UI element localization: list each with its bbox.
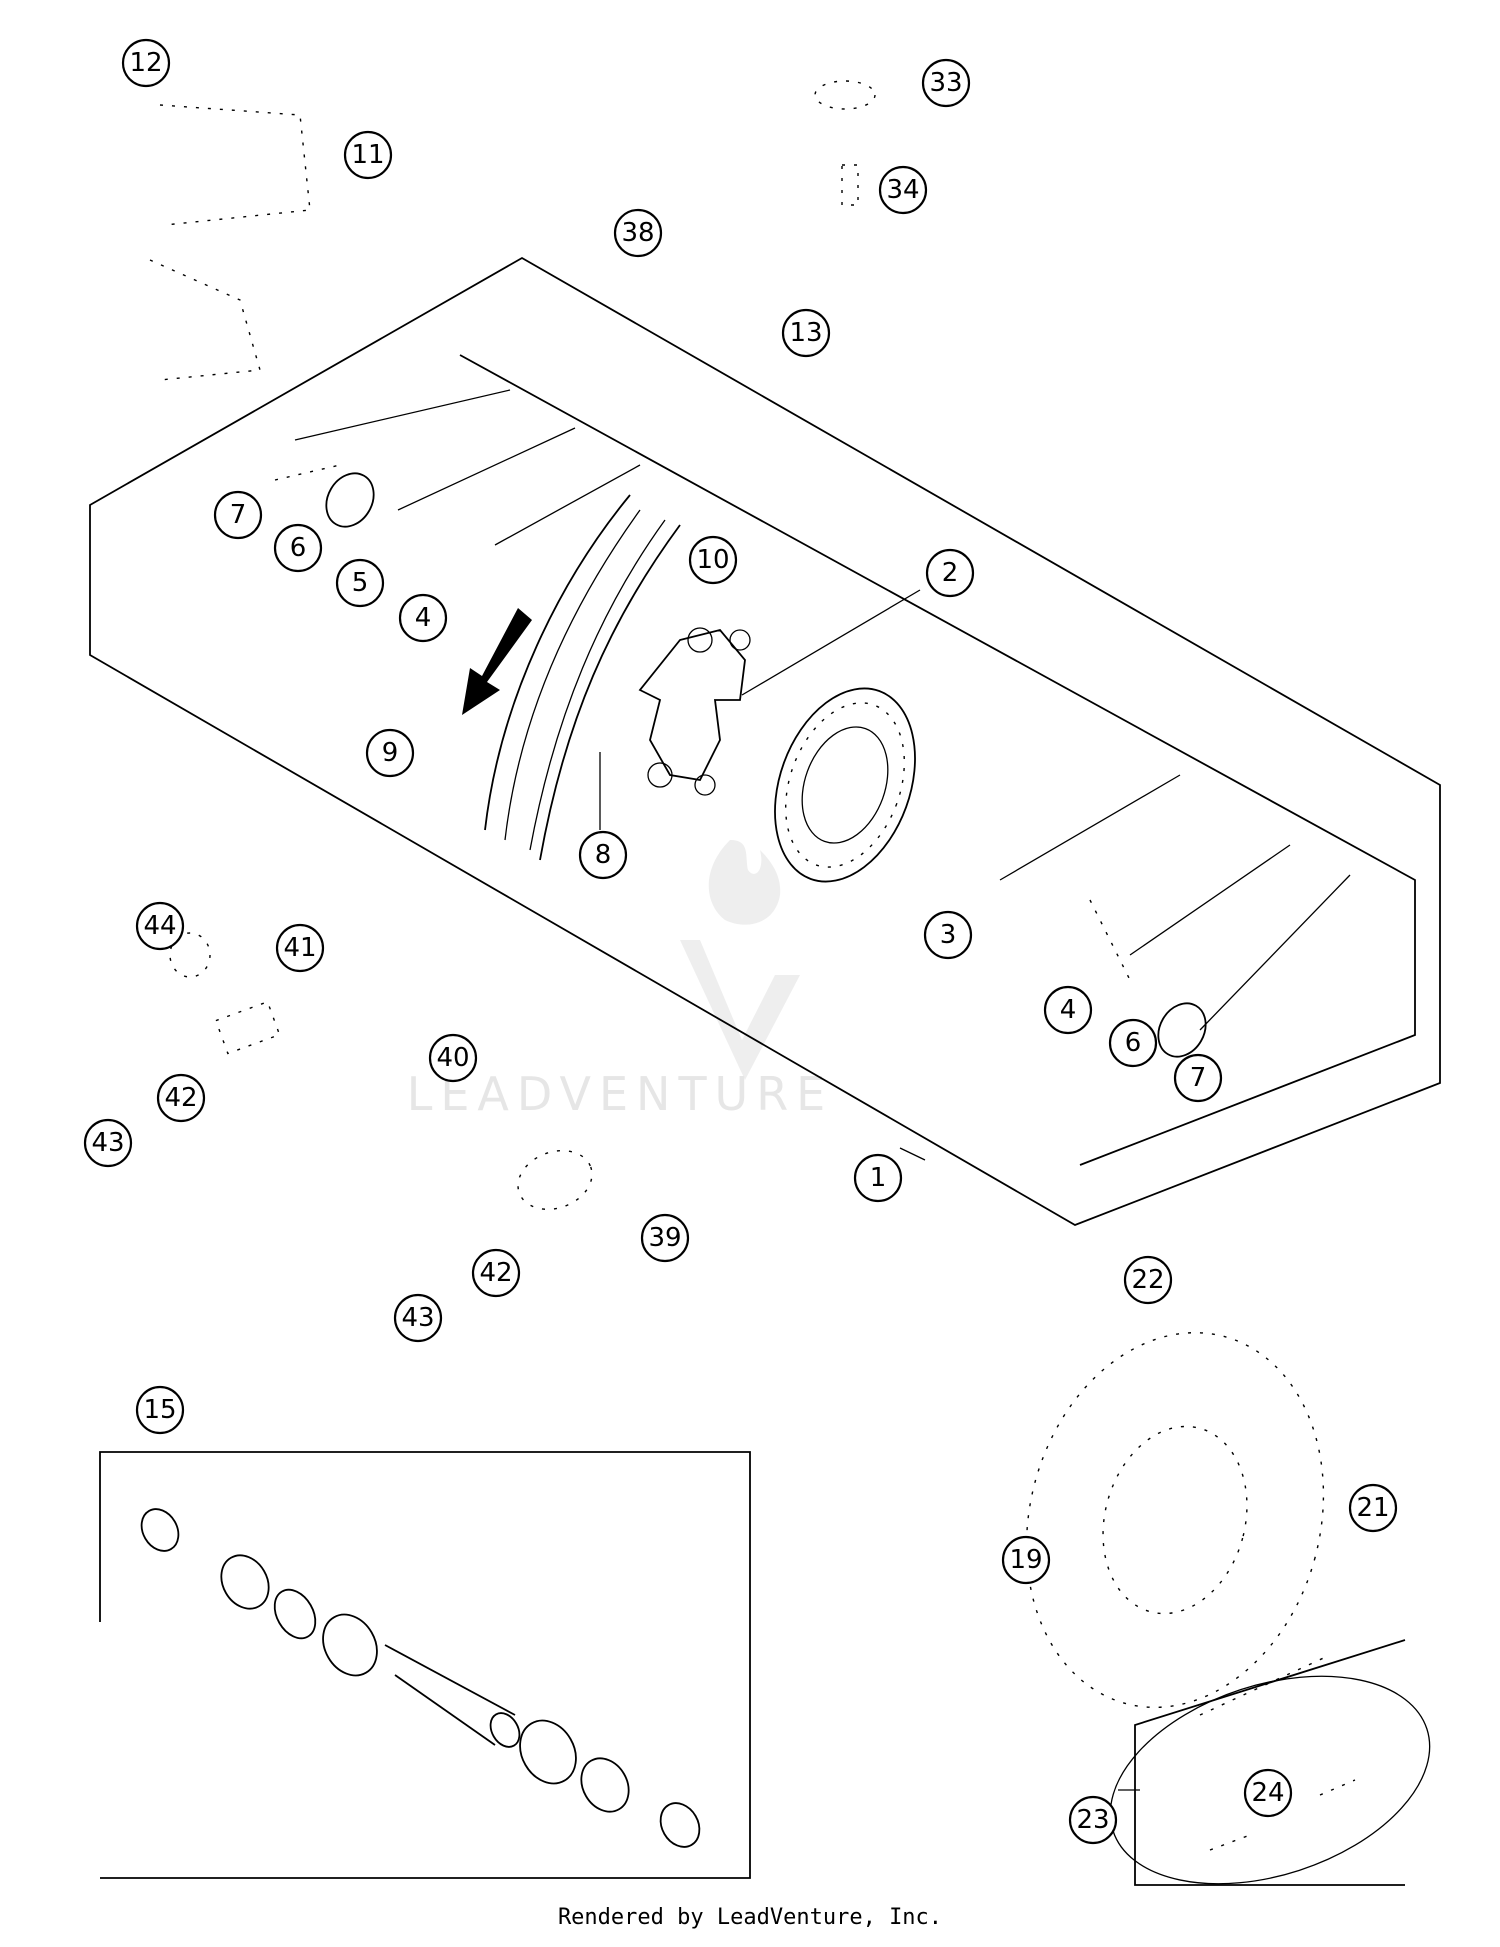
hub bbox=[638, 627, 751, 796]
callout-10[interactable]: 10 bbox=[688, 535, 738, 585]
svg-text:44: 44 bbox=[143, 911, 176, 941]
callout-43-lower[interactable]: 43 bbox=[393, 1293, 443, 1343]
callout-33[interactable]: 33 bbox=[921, 58, 971, 108]
svg-text:2: 2 bbox=[942, 558, 959, 588]
callout-4-left[interactable]: 4 bbox=[398, 593, 448, 643]
callout-13[interactable]: 13 bbox=[781, 308, 831, 358]
callout-43-upper[interactable]: 43 bbox=[83, 1118, 133, 1168]
svg-text:33: 33 bbox=[929, 68, 962, 98]
fasteners-top-left bbox=[149, 104, 311, 381]
callout-2[interactable]: 2 bbox=[925, 548, 975, 598]
wheel-assembly-frame bbox=[89, 256, 1441, 1226]
watermark-logo bbox=[680, 840, 800, 1080]
svg-text:4: 4 bbox=[415, 603, 432, 633]
svg-text:21: 21 bbox=[1356, 1493, 1389, 1523]
svg-text:8: 8 bbox=[595, 840, 612, 870]
svg-text:5: 5 bbox=[352, 568, 369, 598]
left-axle-parts bbox=[274, 389, 641, 546]
fasteners-top-right bbox=[814, 80, 876, 206]
callout-6-right[interactable]: 6 bbox=[1108, 1018, 1158, 1068]
callout-15[interactable]: 15 bbox=[135, 1385, 185, 1435]
svg-text:38: 38 bbox=[621, 218, 654, 248]
svg-text:7: 7 bbox=[230, 500, 247, 530]
watermark-text: LEADVENTURE bbox=[407, 1067, 834, 1121]
svg-text:19: 19 bbox=[1009, 1545, 1042, 1575]
svg-text:9: 9 bbox=[382, 738, 399, 768]
svg-text:7: 7 bbox=[1190, 1063, 1207, 1093]
callout-7-right[interactable]: 7 bbox=[1173, 1053, 1223, 1103]
callout-3[interactable]: 3 bbox=[923, 910, 973, 960]
svg-text:6: 6 bbox=[290, 533, 307, 563]
bearing-set-box bbox=[99, 1451, 751, 1879]
sprocket bbox=[1025, 1331, 1325, 1709]
callout-44[interactable]: 44 bbox=[135, 901, 185, 951]
rotation-arrow-icon bbox=[462, 608, 532, 715]
svg-text:22: 22 bbox=[1131, 1265, 1164, 1295]
callout-11[interactable]: 11 bbox=[343, 130, 393, 180]
callout-19[interactable]: 19 bbox=[1001, 1535, 1051, 1585]
callout-8[interactable]: 8 bbox=[578, 830, 628, 880]
svg-text:34: 34 bbox=[886, 175, 919, 205]
right-axle-parts bbox=[999, 774, 1351, 1058]
svg-text:43: 43 bbox=[91, 1128, 124, 1158]
svg-text:42: 42 bbox=[164, 1083, 197, 1113]
callout-42-upper[interactable]: 42 bbox=[156, 1073, 206, 1123]
callout-9[interactable]: 9 bbox=[365, 728, 415, 778]
callout-39[interactable]: 39 bbox=[640, 1213, 690, 1263]
callout-6-left[interactable]: 6 bbox=[273, 523, 323, 573]
svg-text:40: 40 bbox=[436, 1043, 469, 1073]
callout-41[interactable]: 41 bbox=[275, 923, 325, 973]
svg-text:39: 39 bbox=[648, 1223, 681, 1253]
svg-text:15: 15 bbox=[143, 1395, 176, 1425]
callout-22[interactable]: 22 bbox=[1123, 1255, 1173, 1305]
callout-38[interactable]: 38 bbox=[613, 208, 663, 258]
callout-12[interactable]: 12 bbox=[121, 38, 171, 88]
callout-5[interactable]: 5 bbox=[335, 558, 385, 608]
svg-text:3: 3 bbox=[940, 920, 957, 950]
svg-text:24: 24 bbox=[1251, 1778, 1284, 1808]
callout-21[interactable]: 21 bbox=[1348, 1483, 1398, 1533]
callout-42-lower[interactable]: 42 bbox=[471, 1248, 521, 1298]
brake-disc bbox=[774, 687, 916, 883]
svg-text:42: 42 bbox=[479, 1258, 512, 1288]
svg-text:41: 41 bbox=[283, 933, 316, 963]
callout-1[interactable]: 1 bbox=[853, 1153, 903, 1203]
footer-credit: Rendered by LeadVenture, Inc. bbox=[557, 1905, 943, 1930]
callout-4-right[interactable]: 4 bbox=[1043, 985, 1093, 1035]
callout-40[interactable]: 40 bbox=[428, 1033, 478, 1083]
svg-text:13: 13 bbox=[789, 318, 822, 348]
callout-34[interactable]: 34 bbox=[878, 165, 928, 215]
svg-text:43: 43 bbox=[401, 1303, 434, 1333]
callout-24[interactable]: 24 bbox=[1243, 1768, 1293, 1818]
svg-text:11: 11 bbox=[351, 140, 384, 170]
rim bbox=[484, 494, 681, 861]
callout-7-left[interactable]: 7 bbox=[213, 490, 263, 540]
svg-text:4: 4 bbox=[1060, 995, 1077, 1025]
svg-text:6: 6 bbox=[1125, 1028, 1142, 1058]
svg-text:10: 10 bbox=[696, 545, 729, 575]
svg-text:23: 23 bbox=[1076, 1805, 1109, 1835]
svg-text:12: 12 bbox=[129, 48, 162, 78]
svg-text:1: 1 bbox=[870, 1163, 887, 1193]
axle-nut-parts bbox=[169, 932, 593, 1211]
callout-23[interactable]: 23 bbox=[1068, 1795, 1118, 1845]
leader-lines bbox=[599, 589, 1140, 1791]
